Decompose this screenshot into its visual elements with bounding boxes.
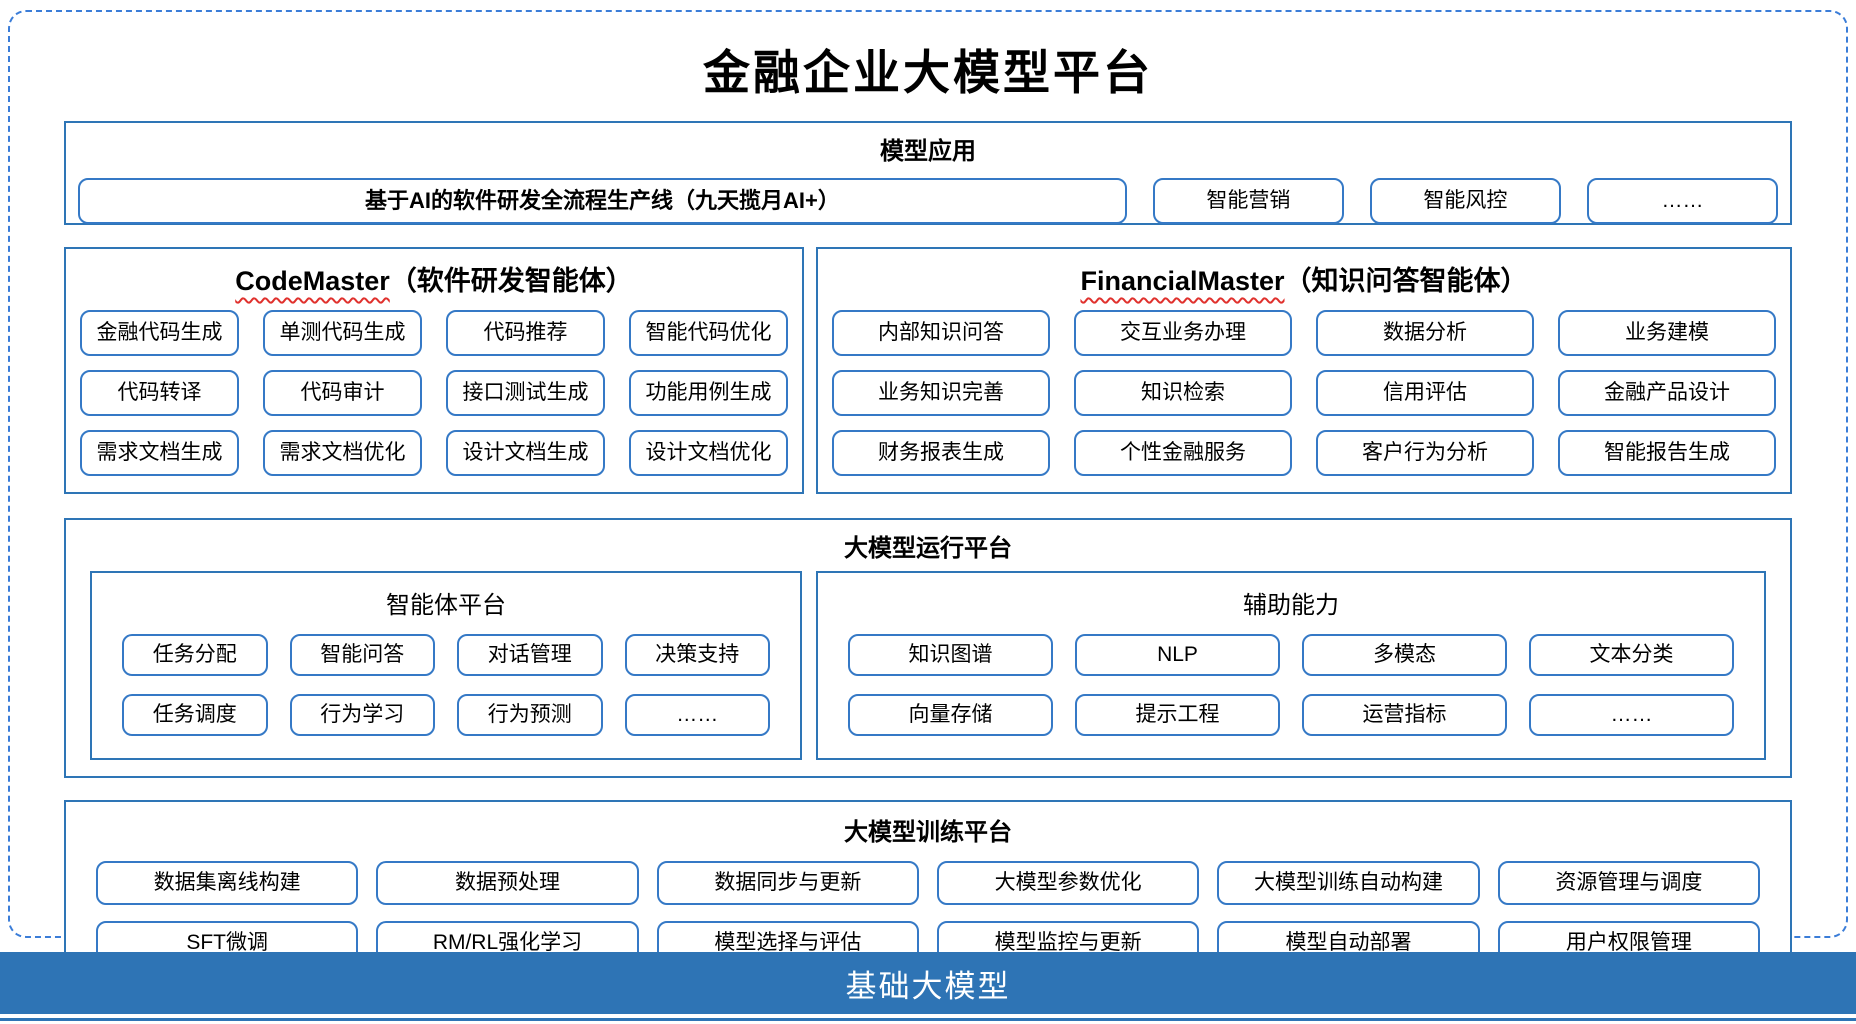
capability-item: 数据集离线构建 [96,861,359,905]
agent-platform-group: 智能体平台 任务分配 智能问答 对话管理 决策支持 任务调度 行为学习 行为预测… [90,571,802,760]
capability-item: 财务报表生成 [832,430,1050,476]
capability-item: 单测代码生成 [263,310,422,356]
capability-item: 资源管理与调度 [1497,861,1760,905]
capability-item: 信用评估 [1316,370,1534,416]
capability-item: 代码转译 [80,370,239,416]
financialmaster-section: FinancialMaster（知识问答智能体） 内部知识问答 交互业务办理 数… [816,247,1792,494]
app-pipeline-item: 基于AI的软件研发全流程生产线（九天揽月AI+） [78,178,1127,224]
capability-item: 文本分类 [1529,634,1734,676]
model-apps-row: 基于AI的软件研发全流程生产线（九天揽月AI+） 智能营销 智能风控 …… [78,178,1779,224]
bottom-edge-line [0,1018,1856,1021]
runtime-platform-header: 大模型运行平台 [844,535,1012,562]
capability-item: 多模态 [1302,634,1507,676]
codemaster-section: CodeMaster（软件研发智能体） 金融代码生成 单测代码生成 代码推荐 智… [64,247,804,494]
auxiliary-capability-title: 辅助能力 [1243,592,1339,619]
capability-item: 运营指标 [1302,694,1507,736]
foundation-model-label: 基础大模型 [845,968,1011,1004]
capability-item: 对话管理 [457,634,603,676]
capability-item: 智能问答 [289,634,435,676]
capability-item: 接口测试生成 [446,370,605,416]
capability-item: 提示工程 [1075,694,1280,736]
capability-item: 设计文档优化 [629,430,788,476]
agents-row: CodeMaster（软件研发智能体） 金融代码生成 单测代码生成 代码推荐 智… [64,247,1792,494]
capability-item: NLP [1075,634,1280,676]
app-item-ellipsis: …… [1586,178,1779,224]
capability-item: 决策支持 [624,634,770,676]
diagram-outer-dashed-border: 金融企业大模型平台 模型应用 基于AI的软件研发全流程生产线（九天揽月AI+） … [8,10,1848,983]
codemaster-subtitle: （软件研发智能体） [389,266,633,296]
capability-item: 向量存储 [848,694,1053,736]
financialmaster-name: FinancialMaster [1080,266,1285,296]
capability-item: 数据分析 [1316,310,1534,356]
capability-item: 智能代码优化 [629,310,788,356]
codemaster-name: CodeMaster [235,266,390,296]
capability-item: 需求文档生成 [80,430,239,476]
capability-item: 代码审计 [263,370,422,416]
agent-platform-title: 智能体平台 [386,592,506,619]
capability-item: 金融产品设计 [1558,370,1776,416]
capability-item: 个性金融服务 [1074,430,1292,476]
capability-item-ellipsis: …… [1529,694,1734,736]
capability-item: 知识检索 [1074,370,1292,416]
runtime-platform-section: 大模型运行平台 智能体平台 任务分配 智能问答 对话管理 决策支持 任务调度 行… [64,518,1792,778]
codemaster-grid: 金融代码生成 单测代码生成 代码推荐 智能代码优化 代码转译 代码审计 接口测试… [80,310,788,476]
capability-item: 数据预处理 [376,861,639,905]
runtime-groups-row: 智能体平台 任务分配 智能问答 对话管理 决策支持 任务调度 行为学习 行为预测… [90,571,1766,760]
model-apps-header: 模型应用 [880,138,976,165]
app-item: 智能风控 [1369,178,1561,224]
codemaster-header: CodeMaster（软件研发智能体） [80,259,788,298]
capability-item: 智能报告生成 [1558,430,1776,476]
capability-item: 任务调度 [122,694,268,736]
capability-item: 交互业务办理 [1074,310,1292,356]
capability-item: 内部知识问答 [832,310,1050,356]
app-item: 智能营销 [1152,178,1344,224]
financialmaster-grid: 内部知识问答 交互业务办理 数据分析 业务建模 业务知识完善 知识检索 信用评估… [832,310,1776,476]
model-apps-section: 模型应用 基于AI的软件研发全流程生产线（九天揽月AI+） 智能营销 智能风控 … [64,121,1792,225]
training-platform-header: 大模型训练平台 [844,819,1012,846]
agent-platform-grid: 任务分配 智能问答 对话管理 决策支持 任务调度 行为学习 行为预测 …… [114,634,778,736]
capability-item: 功能用例生成 [629,370,788,416]
foundation-model-bar: 基础大模型 [0,952,1856,1014]
capability-item: 任务分配 [122,634,268,676]
capability-item: 代码推荐 [446,310,605,356]
auxiliary-capability-grid: 知识图谱 NLP 多模态 文本分类 向量存储 提示工程 运营指标 …… [840,634,1742,736]
capability-item: 大模型训练自动构建 [1217,861,1480,905]
financialmaster-header: FinancialMaster（知识问答智能体） [832,259,1776,298]
capability-item: 需求文档优化 [263,430,422,476]
capability-item: 金融代码生成 [80,310,239,356]
auxiliary-capability-group: 辅助能力 知识图谱 NLP 多模态 文本分类 向量存储 提示工程 运营指标 …… [816,571,1766,760]
capability-item: 业务建模 [1558,310,1776,356]
financialmaster-subtitle: （知识问答智能体） [1284,266,1528,296]
training-platform-grid: 数据集离线构建 数据预处理 数据同步与更新 大模型参数优化 大模型训练自动构建 … [96,861,1760,965]
capability-item: 客户行为分析 [1316,430,1534,476]
capability-item-ellipsis: …… [624,694,770,736]
capability-item: 大模型参数优化 [937,861,1200,905]
capability-item: 知识图谱 [848,634,1053,676]
capability-item: 设计文档生成 [446,430,605,476]
capability-item: 数据同步与更新 [656,861,919,905]
page-title: 金融企业大模型平台 [703,46,1153,101]
capability-item: 行为预测 [457,694,603,736]
capability-item: 业务知识完善 [832,370,1050,416]
capability-item: 行为学习 [289,694,435,736]
